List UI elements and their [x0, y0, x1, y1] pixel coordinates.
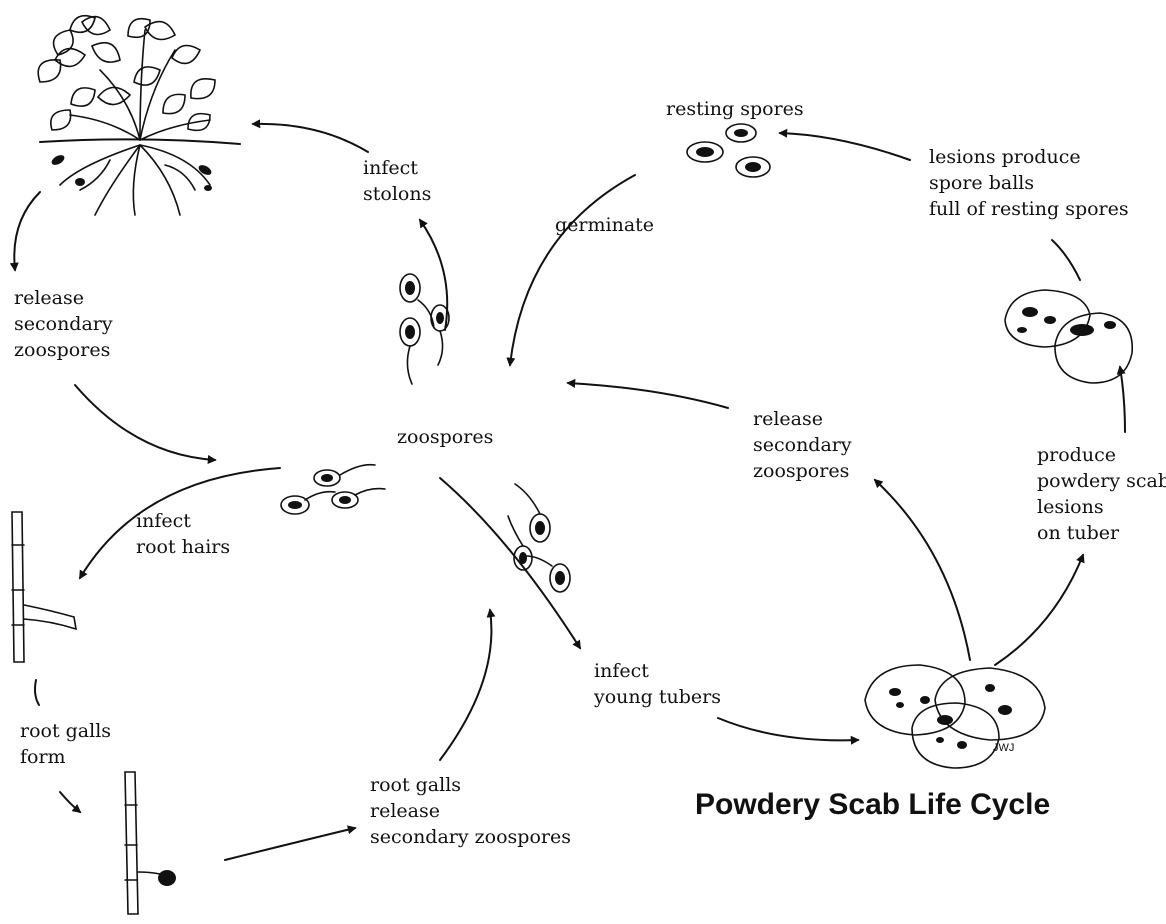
- arrow-to-zoospores-bottom: [439, 608, 496, 761]
- label-zoospores: zoospores: [397, 426, 494, 448]
- arrow-produce-lesions: [994, 553, 1085, 666]
- potato-plant-illustration: [37, 14, 241, 216]
- label-germinate: germinate: [555, 214, 655, 236]
- diagram-title: Powdery Scab Life Cycle: [695, 788, 1051, 821]
- arrow-release-from-plant: [9, 191, 41, 272]
- arrow-to-zoospores-left: [74, 384, 217, 465]
- label-resting-spores: resting spores: [666, 98, 804, 120]
- zoospores-upper-illustration: [399, 273, 450, 385]
- resting-spores-illustration: [686, 123, 771, 178]
- cycle-arrows: [9, 119, 1126, 861]
- arrow-root-galls-line: [34, 679, 40, 706]
- arrow-germinate: [506, 174, 636, 367]
- scab-tubers-illustration: [1004, 289, 1133, 384]
- arrow-root-galls-form: [59, 791, 82, 814]
- zoospores-centre-illustration: [280, 463, 386, 515]
- young-tubers-illustration: [864, 664, 1046, 769]
- arrow-to-resting-spores: [778, 128, 911, 161]
- arrow-to-zoospores-right: [566, 378, 729, 409]
- zoospores-lower-illustration: [507, 483, 571, 593]
- arrow-galls-release: [224, 825, 357, 861]
- arrow-to-young-tubers: [717, 717, 860, 745]
- arrow-infect-stolons: [418, 218, 449, 331]
- root-hair-illustration: [11, 511, 78, 663]
- arrow-infect-root-hairs: [79, 467, 281, 580]
- artist-signature: JWJ: [993, 742, 1015, 754]
- arrow-to-plant: [251, 119, 369, 153]
- arrow-to-diseased-tuber: [1116, 365, 1126, 433]
- root-gall-illustration: [124, 771, 176, 915]
- arrow-lesions-line: [1051, 239, 1081, 281]
- arrow-infect-young-tubers: [439, 477, 581, 650]
- arrow-release-from-tuber: [873, 478, 971, 661]
